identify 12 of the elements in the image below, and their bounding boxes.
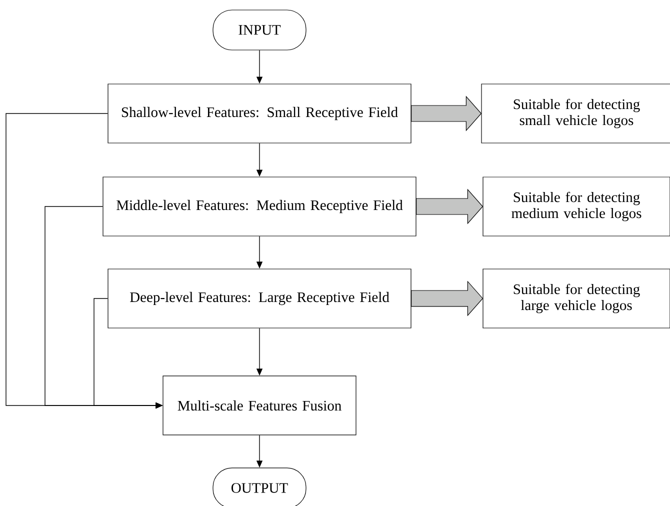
terminal-box: INPUT [212,10,306,50]
terminal-box: OUTPUT [212,468,306,506]
process-box: Suitable for detecting medium vehicle logos [482,176,670,236]
process-box: Middle-level Features: Medium Receptive Field [102,176,416,236]
process-box: Deep-level Features: Large Receptive Field [108,268,412,328]
block-arrow [416,188,484,224]
process-box: Shallow-level Features: Small Receptive Field [108,84,412,144]
block-arrow [411,96,482,132]
block-arrow [411,280,484,316]
process-box: Multi-scale Features Fusion [162,376,356,436]
process-box: Suitable for detecting small vehicle logos [481,84,670,144]
process-box: Suitable for detecting large vehicle logos [482,268,670,328]
